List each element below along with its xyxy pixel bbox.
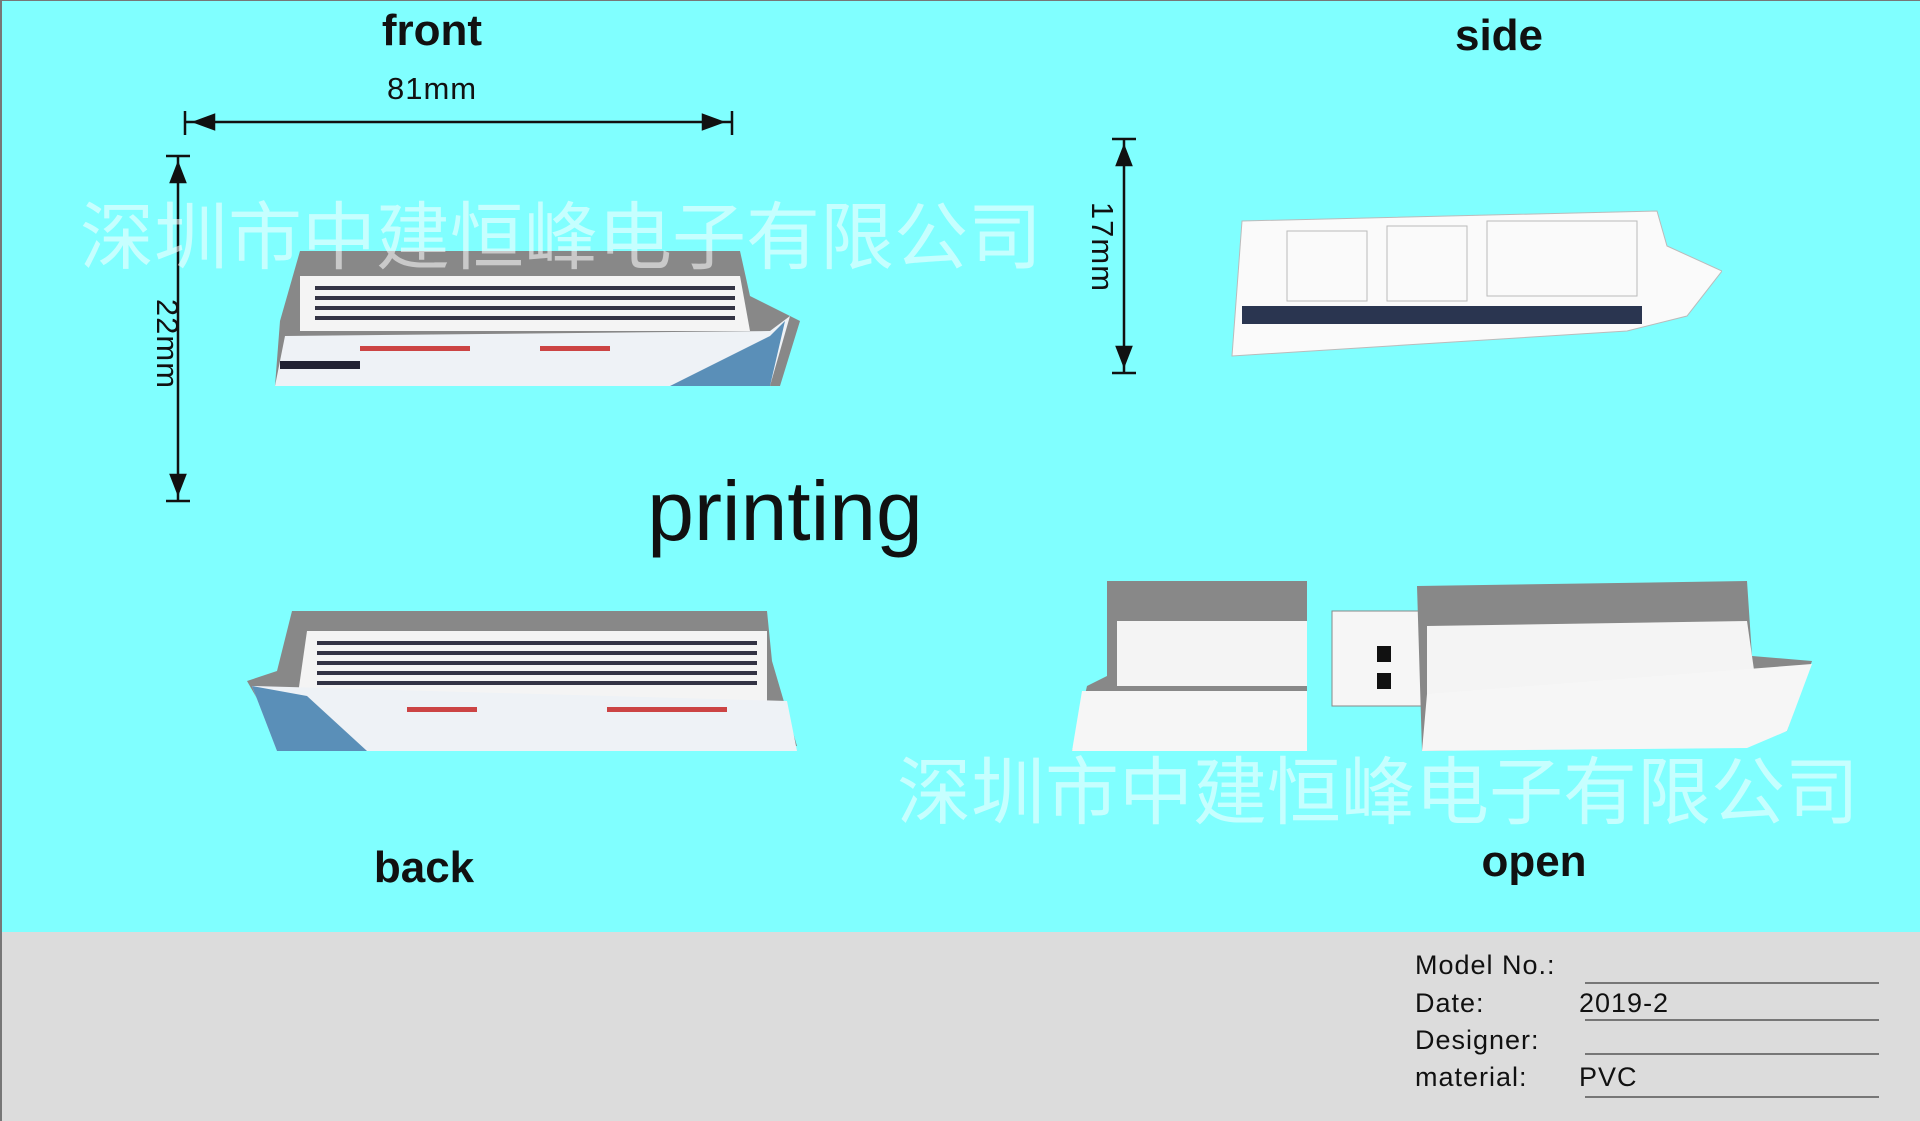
open-ship-image (1072, 581, 1812, 751)
drawing-canvas: front side back open 81mm 22mm 17mm prin… (0, 0, 1920, 932)
watermark-bottom: 深圳市中建恒峰电子有限公司 (897, 750, 1859, 836)
model-no-label: Model No.: (1415, 950, 1556, 980)
back-view-label: back (373, 843, 475, 892)
side-view-label: side (1454, 11, 1544, 60)
designer-label: Designer: (1415, 1025, 1540, 1055)
date-value: 2019-2 (1579, 988, 1670, 1018)
model-no-line (1585, 982, 1879, 984)
printing-label: printing (647, 464, 923, 558)
designer-line (1585, 1053, 1879, 1055)
material-line (1585, 1096, 1879, 1098)
width-dimension-label: 81mm (387, 71, 478, 106)
date-line (1585, 1019, 1879, 1021)
front-view-label: front (381, 6, 483, 55)
front-ship-image (275, 251, 800, 386)
back-ship-image (247, 611, 797, 751)
watermark-top: 深圳市中建恒峰电子有限公司 (80, 195, 1042, 281)
material-value: PVC (1579, 1062, 1638, 1092)
side-ship-image (1231, 210, 1722, 357)
open-view-label: open (1481, 837, 1587, 886)
date-label: Date: (1415, 988, 1485, 1018)
dimension-arrows (166, 111, 1136, 503)
material-label: material: (1415, 1062, 1528, 1092)
title-block: Model No.: Date: 2019-2 Designer: materi… (0, 932, 1920, 1121)
